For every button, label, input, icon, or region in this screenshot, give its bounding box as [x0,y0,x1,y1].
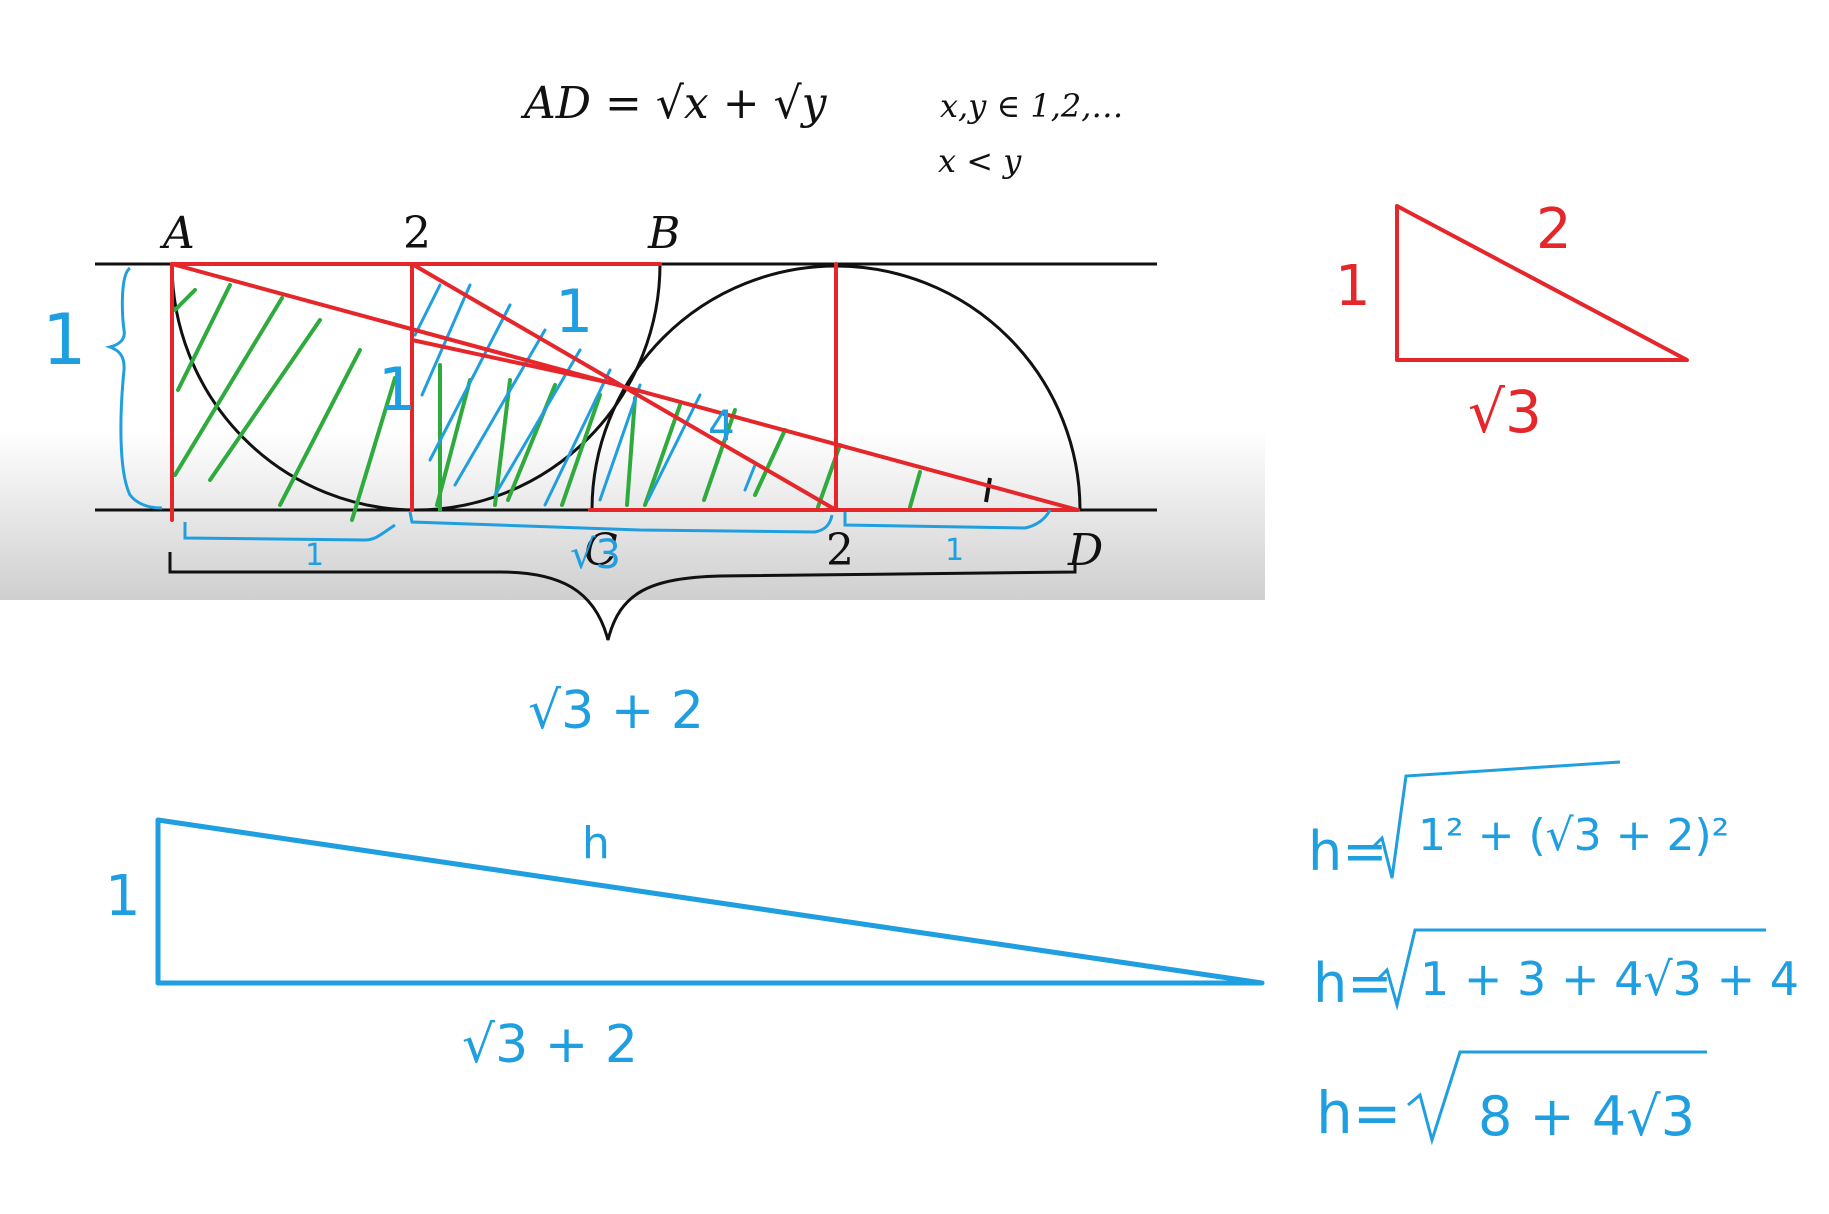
segment-label-1-right: 1 [945,533,964,568]
label-point-a: A [159,208,195,259]
left-semicircle [170,263,662,512]
derivation-line-1-lhs: h= [1308,820,1387,883]
label-point-c: C [584,525,618,576]
mid-label-right: 1 [555,277,593,347]
small-label-4: 4 [708,401,735,450]
label-point-d: D [1067,525,1103,576]
segment-brace-left [183,522,396,542]
segment-label-1-left: 1 [305,538,324,573]
label-point-b: B [647,208,680,259]
segment-brace-middle [408,511,834,534]
radical-1 [1370,760,1621,879]
small-triangle-leg-vertical: 1 [1335,254,1371,319]
red-construction [170,262,1080,522]
radical-3 [1407,1050,1707,1146]
segment-brace-right [843,509,1052,530]
height-label: 1 [42,299,87,381]
derivation-line-2-rhs: 1 + 3 + 4√3 + 4 [1420,952,1799,1006]
brace-label: √3 + 2 [528,681,704,741]
mid-label-left: 1 [378,355,416,425]
derivation-line-2-lhs: h= [1313,952,1392,1015]
big-triangle-shape [155,817,1265,986]
label-top-2: 2 [403,208,431,259]
black-tick [984,477,992,503]
big-triangle-leg-vertical: 1 [105,864,141,929]
total-brace [168,552,1077,641]
header-condition-2: x < y [938,142,1022,180]
small-triangle-shape [1395,204,1689,362]
main-figure: 1 A 2 B C 2 D 1 1 4 1 √3 1 √3 + 2 [42,208,1157,741]
radical-2 [1375,928,1766,1011]
small-triangle-hypotenuse: 2 [1536,197,1572,262]
header-equation: AD = √x + √y [520,78,828,129]
big-triangle-hypotenuse: h [582,818,610,869]
header-condition-1: x,y ∈ 1,2,… [940,87,1123,125]
small-triangle-leg-horizontal: √3 [1468,378,1542,446]
blue-hatching [413,283,757,507]
derivation-line-1-rhs: 1² + (√3 + 2)² [1418,810,1729,861]
label-bottom-2: 2 [826,525,854,576]
height-brace [104,266,163,510]
derivation-line-3-rhs: 8 + 4√3 [1478,1085,1695,1148]
big-triangle-leg-horizontal: √3 + 2 [462,1015,638,1075]
small-triangle: 1 2 √3 [1335,197,1689,446]
big-triangle: 1 h √3 + 2 [105,817,1265,1075]
derivation: h= 1² + (√3 + 2)² h= 1 + 3 + 4√3 + 4 h= … [1308,760,1799,1148]
derivation-line-3-lhs: h= [1316,1079,1401,1147]
segment-label-sqrt3: √3 [570,532,621,578]
